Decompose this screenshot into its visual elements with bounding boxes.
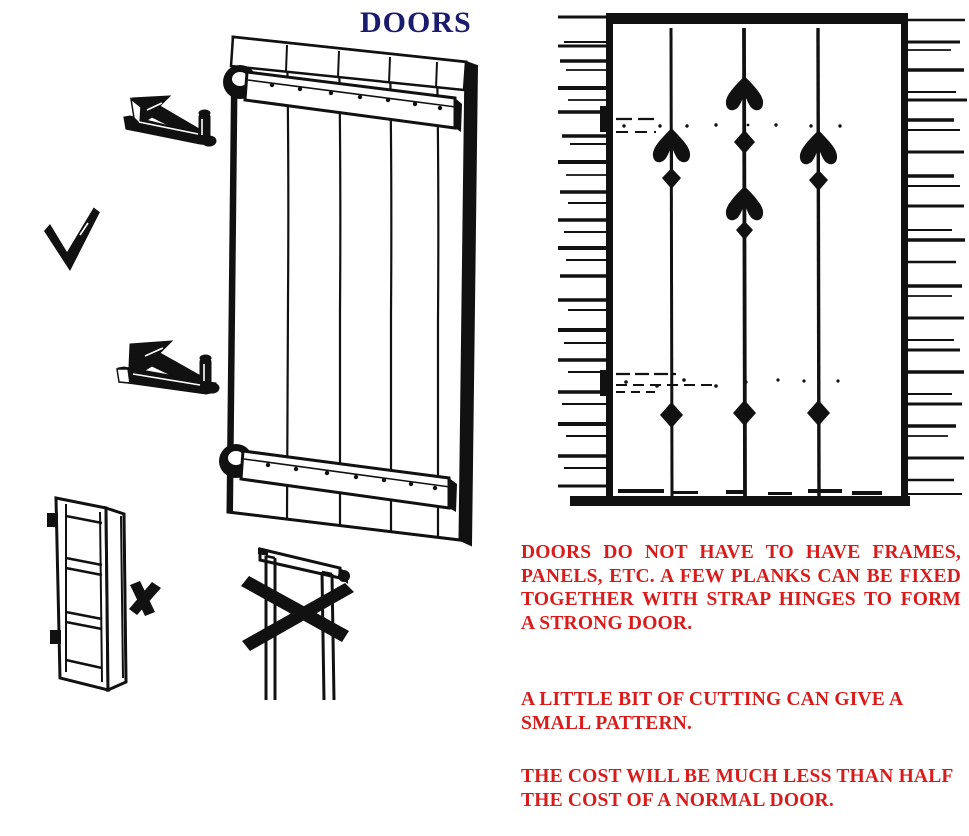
- door-latch-blocks: [600, 106, 612, 396]
- page-title: DOORS: [360, 6, 472, 39]
- cross-mark-door-frame: [241, 576, 354, 651]
- plank-door-sketch: [219, 35, 479, 547]
- door-bottom-strap-hinge: [219, 444, 457, 512]
- door-nail-speckles: [622, 123, 842, 388]
- wall-hatching-left: [558, 15, 609, 488]
- sketch-illustration-area: [44, 35, 479, 701]
- caption-doors-no-frames: DOORS DO NOT HAVE TO HAVE FRAMES, PANELS…: [521, 542, 961, 634]
- strap-hinge-upper-detail: [138, 102, 203, 135]
- door-hinge-bands: [616, 117, 716, 393]
- strap-hinge-lower-detail: [132, 347, 205, 386]
- strap-hinge-lower-icon: [116, 340, 220, 395]
- door-top-strap-hinge: [223, 65, 462, 132]
- door-cutouts: [652, 76, 838, 428]
- wall-hatching-right: [907, 18, 967, 495]
- check-mark-icon: [44, 206, 101, 271]
- panelled-door-sketch: [47, 496, 128, 693]
- threshold-speckle: [618, 489, 882, 495]
- caption-cost: THE COST WILL BE MUCH LESS THAN HALF THE…: [521, 766, 953, 811]
- plank-door-photograph: [556, 0, 969, 520]
- caption-cutting-pattern: A LITTLE BIT OF CUTTING CAN GIVE A SMALL…: [521, 689, 903, 734]
- cross-mark-panelled-door: [129, 581, 161, 616]
